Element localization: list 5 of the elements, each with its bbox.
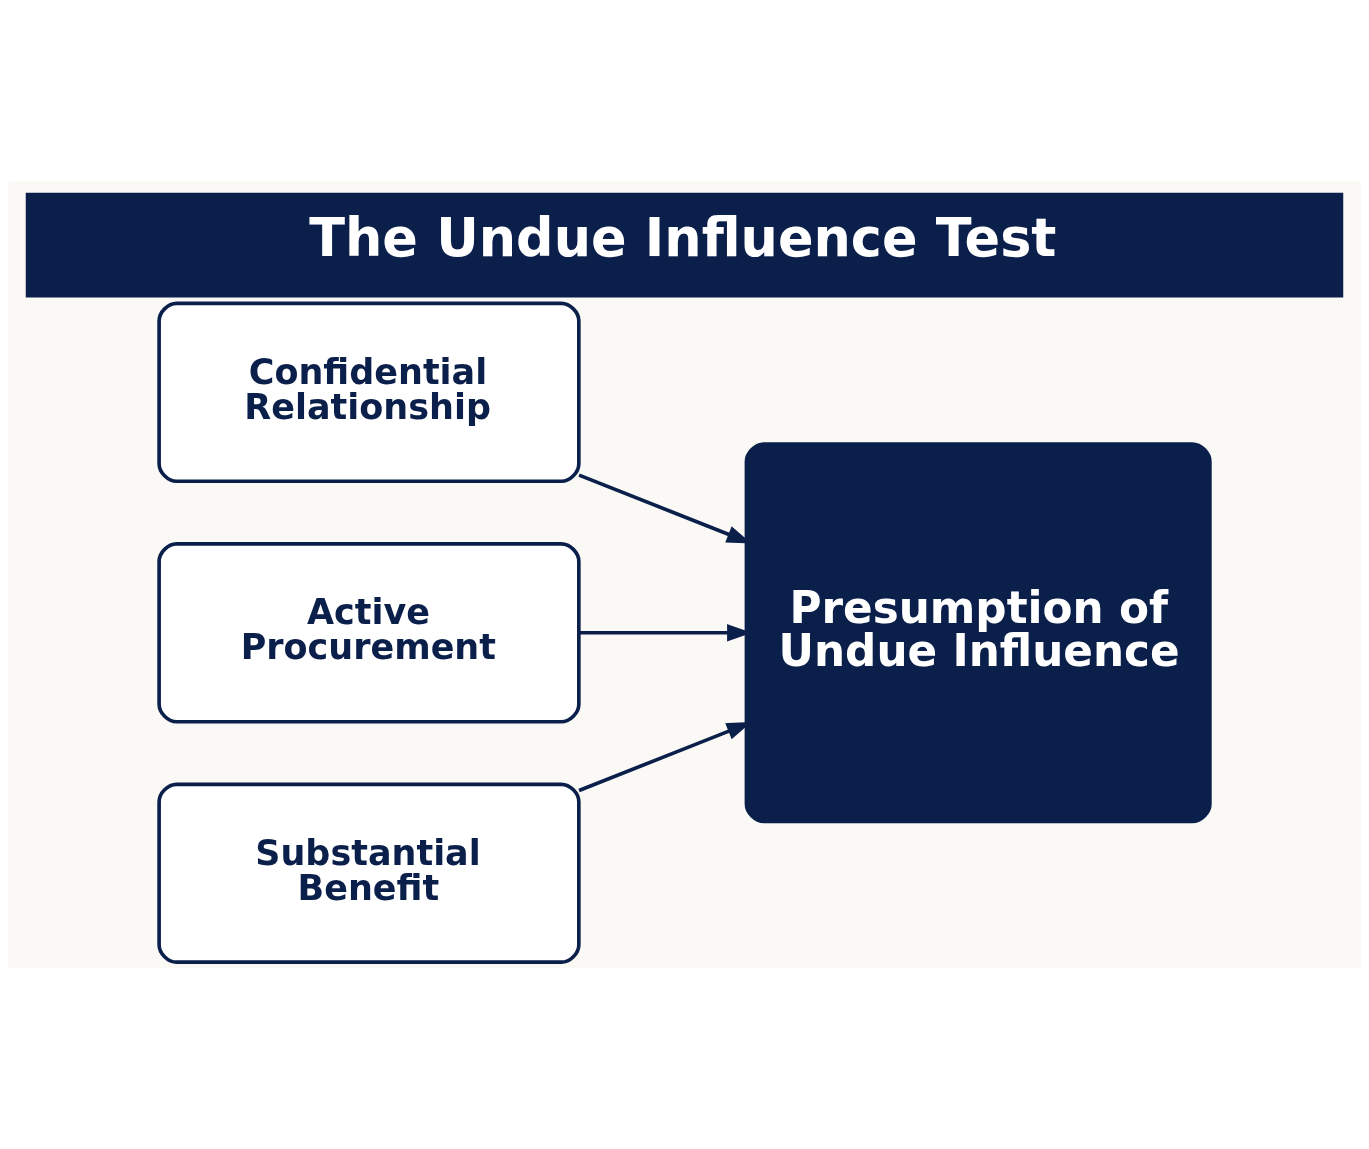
diagram-title: The Undue Influence Test bbox=[309, 207, 1057, 269]
node-box: Active Procurement bbox=[157, 542, 581, 724]
node-box: Substantial Benefit bbox=[157, 782, 581, 964]
node-box: Confidential Relationship bbox=[157, 301, 581, 484]
node-box: Presumption of Undue Influence bbox=[744, 442, 1212, 824]
